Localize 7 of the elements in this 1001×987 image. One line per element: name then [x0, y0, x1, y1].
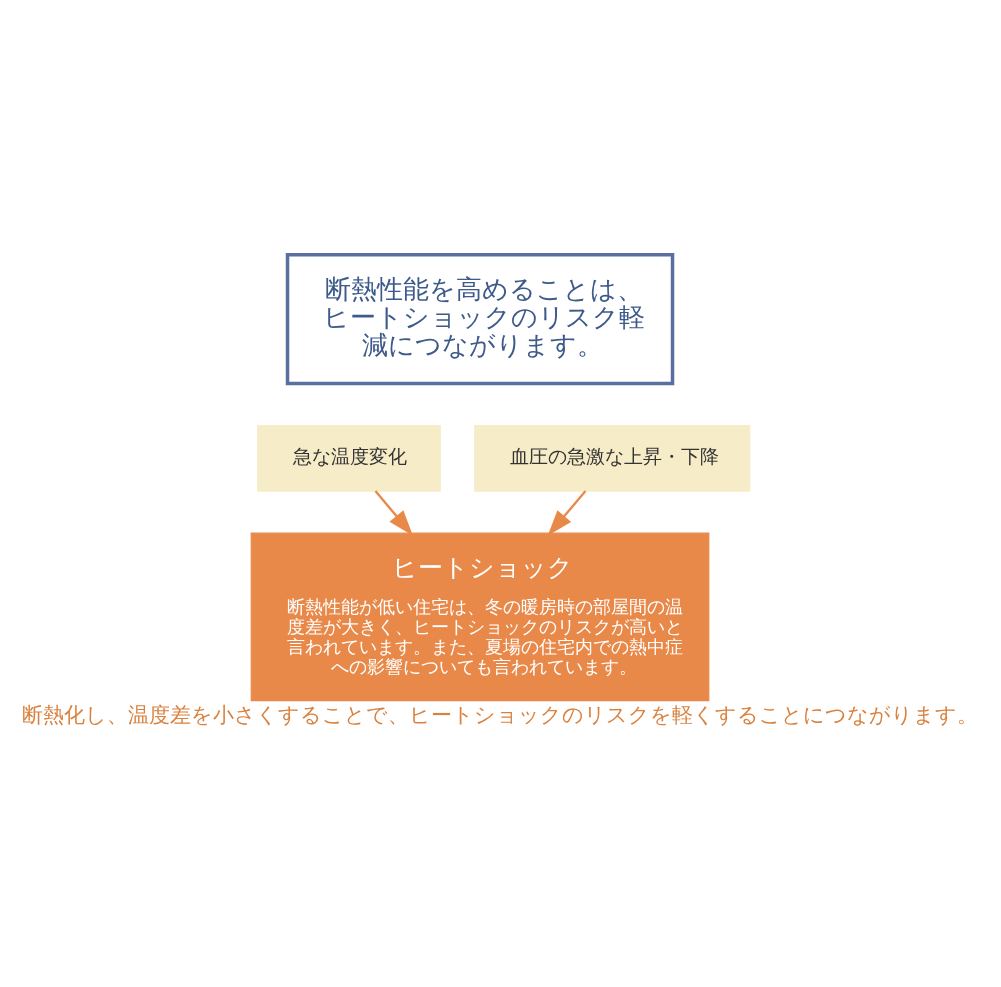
node-box: 血圧の急激な上昇・下降: [474, 424, 751, 492]
caption: 断熱化し、温度差を小さくすることで、ヒートショックのリスクを軽くすることにつながります。: [22, 701, 979, 727]
arrow: [374, 489, 413, 536]
node-box: ヒートショック 断熱性能が低い住宅は、冬の暖房時の部屋間の温度差が大きく、ヒートショックのリスクが高いと言われています。また、夏場の住宅内での熱中症への影響についても言われています。: [250, 532, 710, 701]
node-box: 急な温度変化: [257, 424, 441, 492]
arrow: [547, 489, 587, 536]
node-box: 断熱性能を高めることは、ヒートショックのリスク軽減につながります。: [285, 252, 675, 385]
